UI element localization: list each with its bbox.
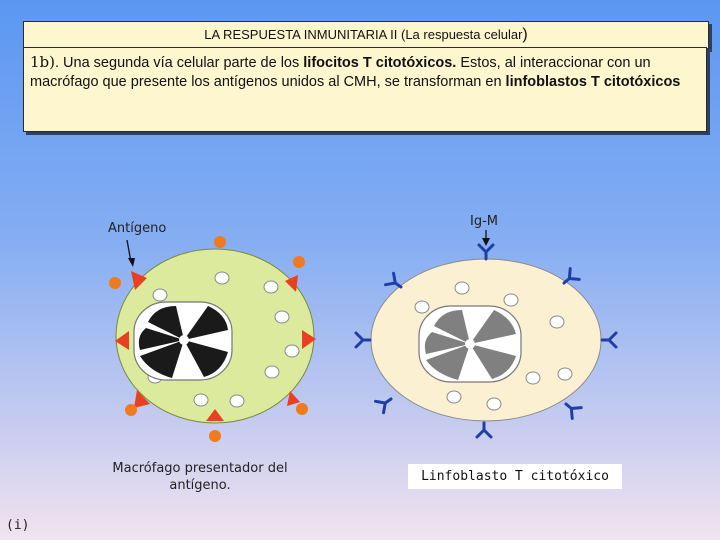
antigen-dot bbox=[209, 430, 221, 442]
description-bold-1: lifocitos T citotóxicos. bbox=[303, 55, 457, 71]
vesicle bbox=[454, 281, 470, 295]
igm-receptor bbox=[384, 271, 403, 289]
igm-receptor bbox=[354, 331, 372, 349]
antigen-triangle bbox=[285, 275, 298, 292]
antigen-triangle bbox=[302, 330, 316, 349]
slide-title-paren: ) bbox=[522, 26, 528, 43]
vesicle bbox=[486, 397, 502, 411]
antigen-dot bbox=[293, 256, 305, 268]
vesicle bbox=[214, 271, 230, 285]
description-bold-2: linfoblastos T citotóxicos bbox=[505, 74, 681, 90]
antigen-dot bbox=[125, 404, 137, 416]
igm-receptor bbox=[562, 267, 581, 285]
vesicle bbox=[274, 310, 290, 324]
igm-label: Ig-M bbox=[470, 214, 498, 229]
vesicle bbox=[503, 293, 519, 307]
vesicle bbox=[446, 390, 462, 404]
slide-identifier: (i) bbox=[6, 518, 30, 533]
antigen-triangle bbox=[206, 409, 224, 421]
vesicle bbox=[263, 280, 279, 294]
vesicle bbox=[284, 344, 300, 358]
vesicle bbox=[549, 315, 565, 329]
description-part-2: Estos, al interaccionar con un macrófago… bbox=[30, 55, 651, 90]
antigen-dot bbox=[214, 236, 226, 248]
vesicle bbox=[557, 367, 573, 381]
antigen-dot bbox=[109, 277, 121, 289]
igm-receptor bbox=[374, 397, 393, 415]
antigen-triangle bbox=[287, 391, 300, 406]
vesicle bbox=[152, 288, 168, 302]
description-part-1: . Una segunda vía celular parte de los bbox=[55, 55, 304, 71]
vesicle bbox=[229, 394, 245, 408]
lymphoblast-label: Linfoblasto T citotóxico bbox=[408, 464, 622, 489]
igm-receptor bbox=[564, 402, 583, 420]
antigen-triangle bbox=[115, 331, 129, 350]
slide-title: LA RESPUESTA INMUNITARIA II (La respuest… bbox=[23, 21, 709, 49]
vesicle bbox=[414, 300, 430, 314]
vesicle bbox=[264, 365, 280, 379]
igm-receptor bbox=[477, 243, 495, 261]
description-box: 1b). Una segunda vía celular parte de lo… bbox=[23, 47, 707, 132]
igm-receptor bbox=[600, 331, 618, 349]
antigen-dot bbox=[296, 403, 308, 415]
lymphoblast-nucleus bbox=[418, 305, 522, 383]
antigen-pointer-arrow bbox=[126, 239, 135, 267]
antigen-triangle bbox=[134, 390, 150, 408]
lymphoblast-cell bbox=[354, 243, 618, 439]
slide-title-text: LA RESPUESTA INMUNITARIA II (La respuest… bbox=[204, 27, 523, 42]
antigen-label: Antígeno bbox=[108, 221, 167, 236]
antigen-triangle bbox=[131, 271, 147, 290]
igm-receptor bbox=[475, 421, 493, 439]
description-lead: 1b) bbox=[30, 53, 55, 71]
vesicle bbox=[193, 393, 209, 407]
macrophage-cell bbox=[109, 236, 316, 442]
vesicle bbox=[525, 371, 541, 385]
igm-pointer-arrow bbox=[482, 230, 490, 246]
macrophage-nucleus bbox=[133, 301, 233, 381]
macrophage-label: Macrófago presentador del antígeno. bbox=[112, 461, 288, 493]
